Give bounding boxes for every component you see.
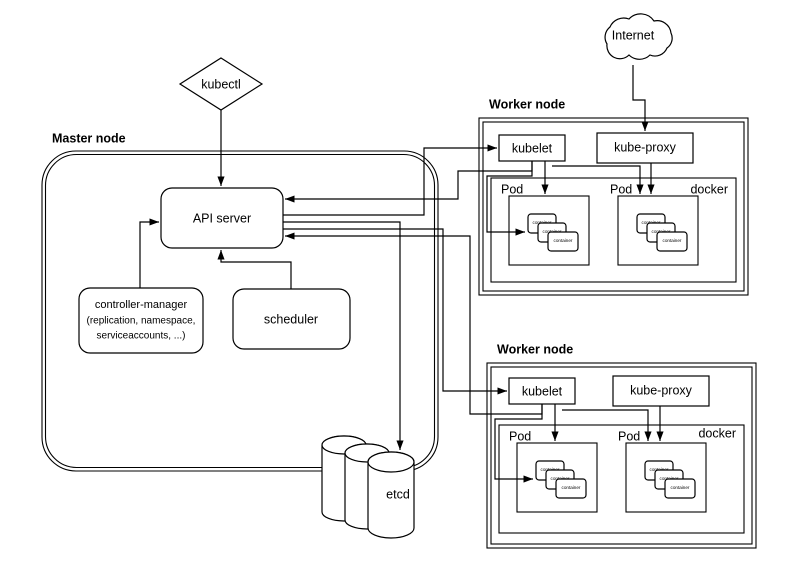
conn-apiserver-to-kubelet-2 xyxy=(283,228,507,395)
container-label-2-1-3: container xyxy=(562,485,581,490)
pod-box-2-2 xyxy=(625,442,707,513)
worker-node-2-label: Worker node xyxy=(497,342,573,356)
container-stack-2-1: container container container xyxy=(535,460,587,499)
container-label-2-2-3: container xyxy=(671,485,690,490)
internet-cloud: Internet xyxy=(604,13,673,60)
master-node-boundary xyxy=(41,150,439,472)
etcd-label: etcd xyxy=(386,487,410,501)
pod-box-1-1 xyxy=(508,195,590,266)
kubelet-box-1[interactable] xyxy=(498,134,566,162)
kube-proxy-label-1: kube-proxy xyxy=(614,140,677,154)
kubelet-label-1: kubelet xyxy=(512,141,553,155)
kubectl-label: kubectl xyxy=(201,77,241,91)
docker-label-2: docker xyxy=(698,426,736,440)
pod-label-1-1: Pod xyxy=(501,182,523,196)
kubectl-node[interactable]: kubectl xyxy=(178,57,264,111)
conn-kubelet-1-to-pod2 xyxy=(552,165,644,194)
internet-label: Internet xyxy=(612,28,655,42)
container-box-2-1-3 xyxy=(555,478,587,499)
conn-internet-to-kubeproxy xyxy=(632,65,649,131)
kube-proxy-box-2[interactable] xyxy=(612,375,710,407)
master-node-label: Master node xyxy=(52,131,126,145)
api-server-node[interactable]: API server xyxy=(160,187,284,249)
worker-node-2-boundary xyxy=(486,362,757,549)
pod-box-1-2 xyxy=(617,195,699,266)
controller-manager-detail-1: (replication, namespace, xyxy=(87,316,196,327)
conn-apiserver-to-etcd xyxy=(283,221,404,450)
container-label-1-2-3: container xyxy=(663,238,682,243)
kubelet-box-2[interactable] xyxy=(508,377,576,405)
kube-proxy-label-2: kube-proxy xyxy=(630,383,693,397)
container-stack-2-2: container container container xyxy=(644,460,696,499)
docker-label-1: docker xyxy=(690,182,728,196)
controller-manager-detail-2: serviceaccounts, ...) xyxy=(97,331,186,342)
docker-region-1 xyxy=(490,177,737,283)
kubelet-label-2: kubelet xyxy=(522,384,563,398)
conn-scheduler-to-apiserver xyxy=(217,250,292,289)
conn-controllermanager-to-apiserver xyxy=(139,218,159,288)
container-box-1-2-3 xyxy=(656,231,688,252)
scheduler-node[interactable]: scheduler xyxy=(232,288,351,350)
pod-box-2-1 xyxy=(516,442,598,513)
container-box-1-1-3 xyxy=(547,231,579,252)
worker-node-1-boundary xyxy=(478,117,749,296)
scheduler-label: scheduler xyxy=(264,312,318,326)
container-stack-1-2: container container container xyxy=(636,213,688,252)
api-server-label: API server xyxy=(193,211,251,225)
controller-manager-node[interactable]: controller-manager (replication, namespa… xyxy=(78,287,204,354)
container-box-2-2-3 xyxy=(664,478,696,499)
pod-label-2-2: Pod xyxy=(618,429,640,443)
pod-label-2-1: Pod xyxy=(509,429,531,443)
container-stack-1-1: container container container xyxy=(527,213,579,252)
conn-kubelet-1-to-apiserver xyxy=(285,161,533,203)
container-label-1-1-3: container xyxy=(554,238,573,243)
etcd-node[interactable]: etcd xyxy=(321,435,415,539)
pod-label-1-2: Pod xyxy=(610,182,632,196)
worker-node-1-label: Worker node xyxy=(489,97,565,111)
conn-kubelet-2-to-pod1 xyxy=(494,404,543,483)
conn-kubelet-2-to-pod2 xyxy=(562,409,652,441)
conn-kubelet-1-to-pod1 xyxy=(486,161,533,236)
controller-manager-label: controller-manager xyxy=(95,299,188,311)
kube-proxy-box-1[interactable] xyxy=(596,132,694,164)
conn-apiserver-to-kubelet-1 xyxy=(283,144,497,216)
